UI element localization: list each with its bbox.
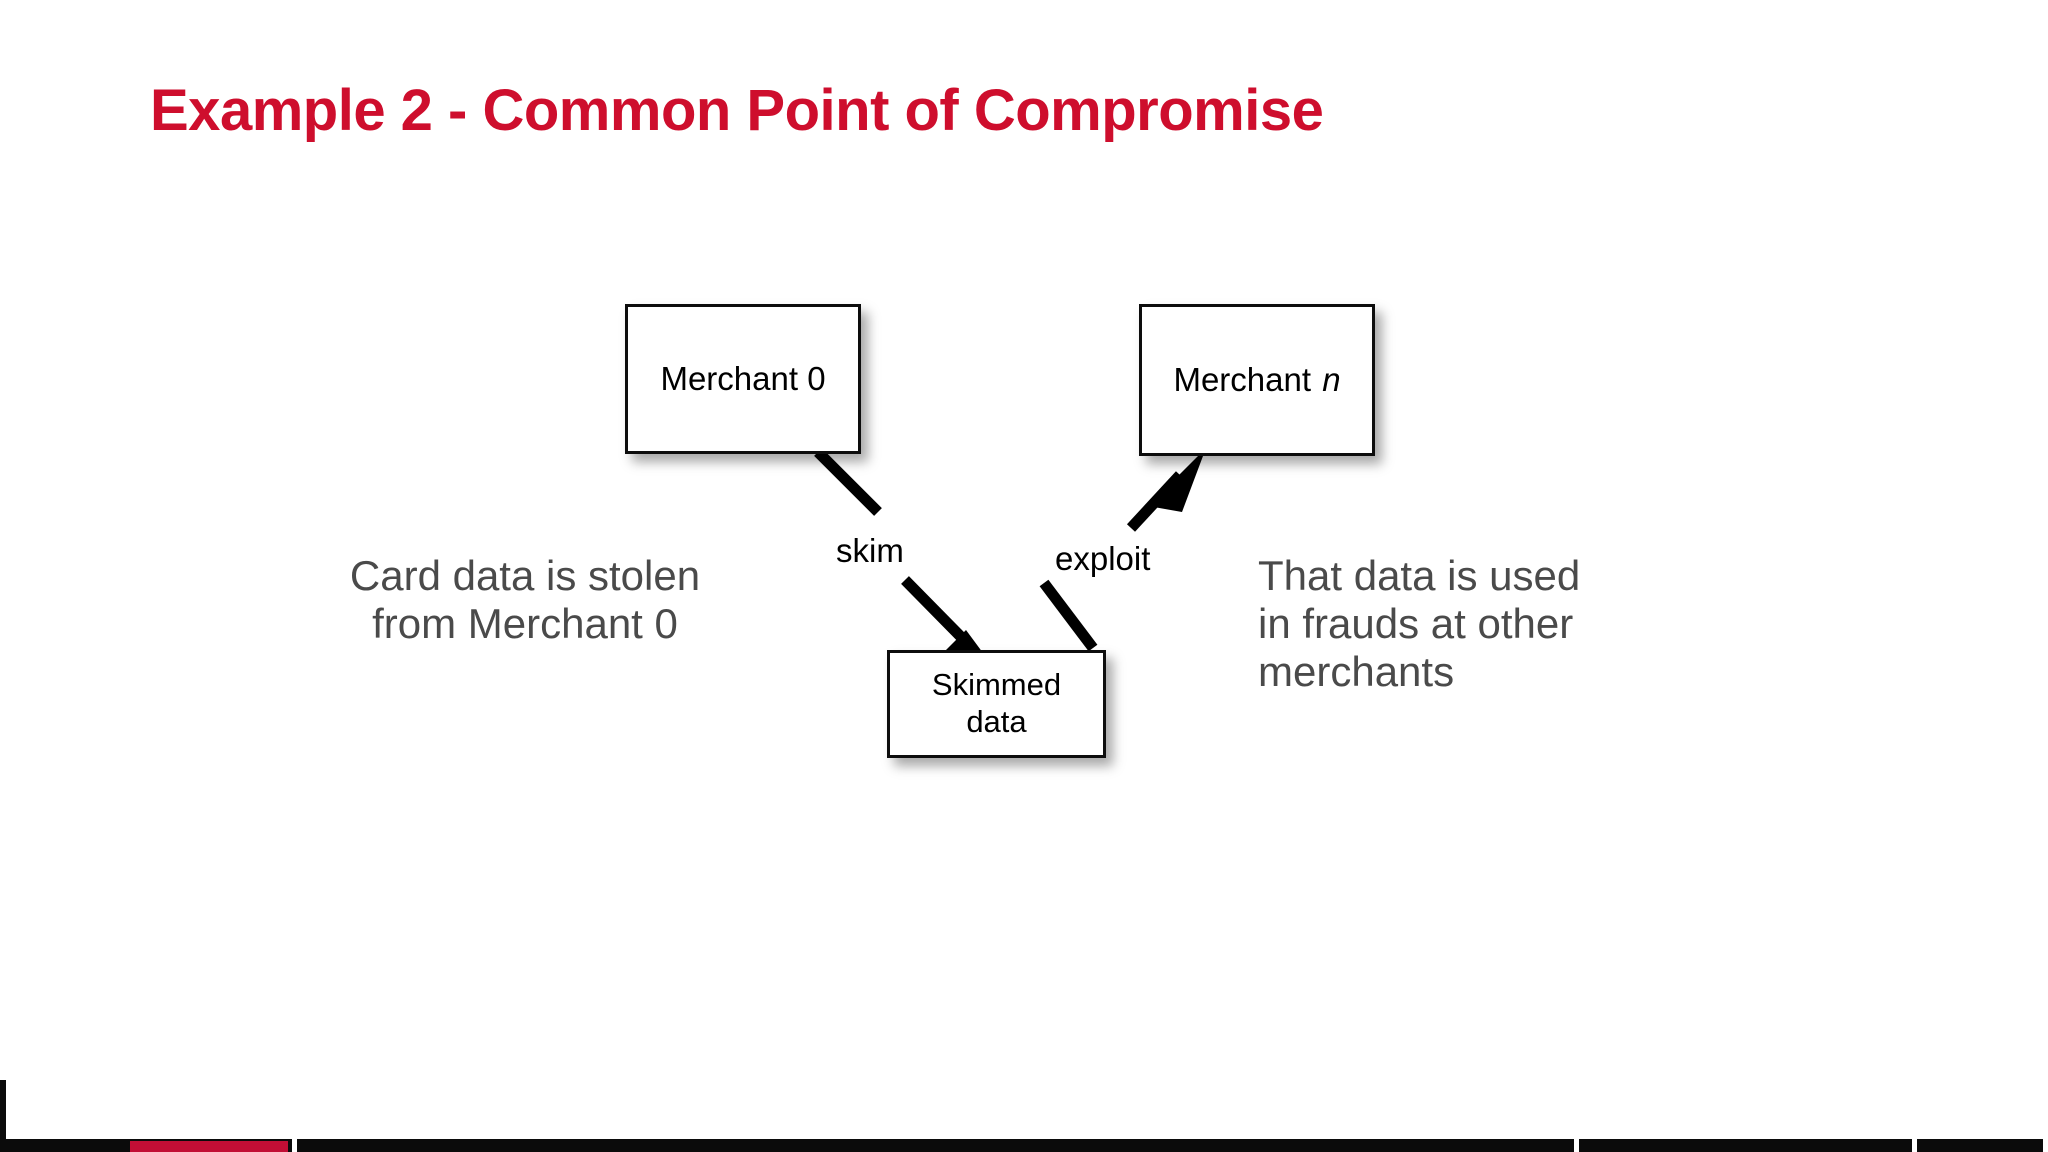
footer-rule (0, 1139, 2048, 1152)
node-merchant-0-label: Merchant 0 (660, 360, 825, 399)
footer-divider-1 (292, 1139, 297, 1152)
edge-label-exploit: exploit (1055, 540, 1151, 577)
footer-divider-3 (1912, 1139, 1917, 1152)
footer-left-edge (0, 1080, 6, 1152)
node-skimmed-data-line-1: Skimmed (931, 667, 1062, 703)
caption-left: Card data is stolen from Merchant 0 (349, 552, 701, 647)
node-merchant-n[interactable]: Merchant n (1139, 304, 1375, 456)
footer-divider-4 (2043, 1139, 2048, 1152)
node-merchant-n-label-text: Merchant (1173, 360, 1312, 398)
node-merchant-0[interactable]: Merchant 0 (625, 304, 861, 454)
diagram-connectors (814, 448, 1206, 676)
node-merchant-n-label: Merchant n (1173, 361, 1340, 400)
footer-progress-bar[interactable] (0, 1130, 2048, 1152)
footer-progress-fill (130, 1141, 288, 1152)
node-merchant-0-label-text: Merchant (660, 359, 799, 397)
node-merchant-n-label-index: n (1322, 360, 1341, 398)
edge-label-skim: skim (836, 532, 904, 569)
page-title: Example 2 - Common Point of Compromise (150, 78, 1324, 143)
caption-right: That data is used in frauds at other mer… (1258, 552, 1581, 695)
node-skimmed-data-line-2: data (966, 704, 1027, 739)
node-merchant-0-label-index: 0 (807, 359, 826, 397)
footer-divider-2 (1574, 1139, 1579, 1152)
